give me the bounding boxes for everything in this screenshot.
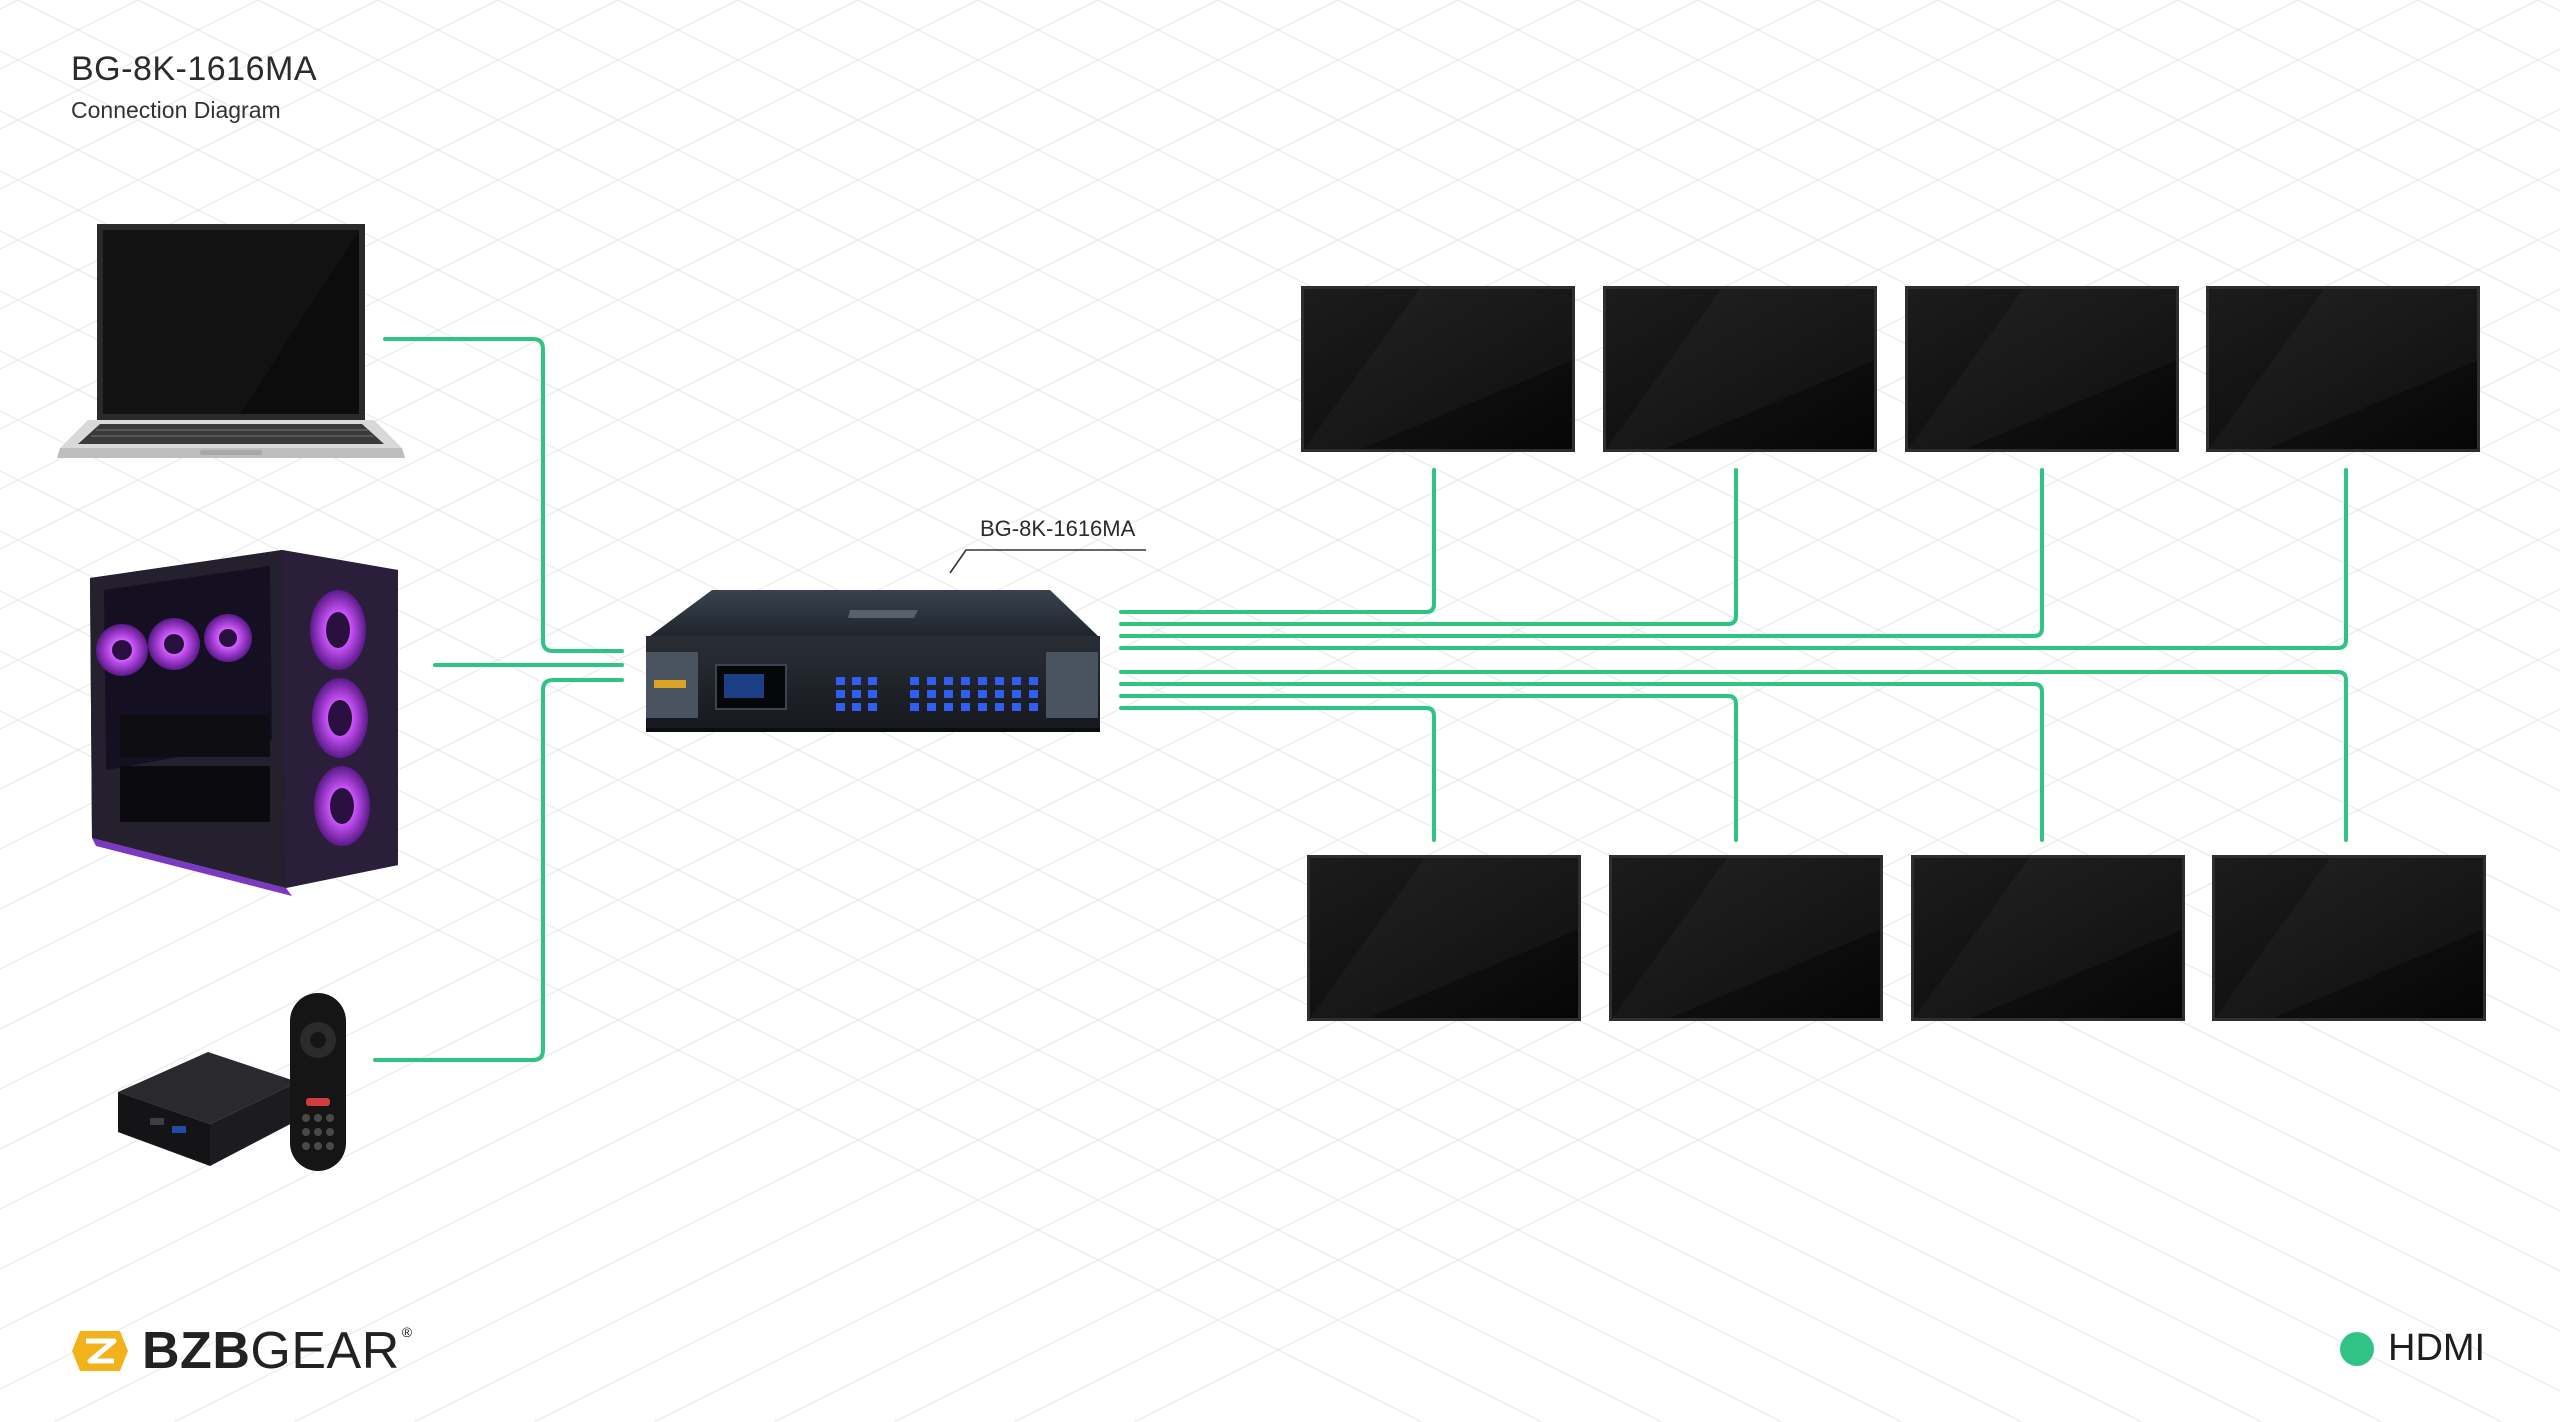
display-top-2-icon — [1603, 286, 1877, 452]
legend: HDMI — [2340, 1327, 2485, 1370]
device-callout: BG-8K-1616MA — [949, 516, 1146, 574]
display-bottom-1-icon — [1307, 855, 1581, 1021]
display-bottom-3-icon — [1911, 855, 2185, 1021]
display-top-4-icon — [2206, 286, 2480, 452]
hdmi-cables — [373, 337, 2348, 1062]
hdmi-cable-7 — [1119, 468, 2348, 650]
brand-registered-mark: ® — [401, 1324, 413, 1340]
display-top-1-icon — [1301, 286, 1575, 452]
hdmi-cable-6 — [1119, 468, 2044, 638]
display-bottom-2-icon — [1609, 855, 1883, 1021]
hdmi-cable-10 — [1119, 694, 1738, 842]
hdmi-cable-11 — [1119, 706, 1436, 842]
title-block: BG-8K-1616MA Connection Diagram — [71, 50, 317, 124]
bzbgear-logo-icon — [72, 1331, 128, 1371]
displays-bottom-row — [1307, 855, 2486, 1021]
hdmi-cable-8 — [1119, 670, 2348, 842]
hdmi-cable-9 — [1119, 682, 2044, 842]
page-title: BG-8K-1616MA — [71, 50, 317, 88]
hdmi-cable-1 — [383, 337, 624, 653]
remote-control-icon — [290, 993, 346, 1171]
hdmi-cable-5 — [1119, 468, 1738, 626]
display-bottom-4-icon — [2212, 855, 2486, 1021]
legend-hdmi-swatch — [2340, 1331, 2374, 1366]
page-subtitle: Connection Diagram — [71, 97, 281, 123]
hdmi-cable-4 — [1119, 468, 1436, 614]
brand-name-bold: BZB — [142, 1322, 251, 1380]
brand-name-regular: GEAR — [250, 1322, 400, 1380]
displays-top-row — [1301, 286, 2480, 452]
gaming-pc-icon — [90, 550, 398, 896]
hdmi-cable-3 — [373, 678, 624, 1062]
streaming-box-icon — [118, 1052, 298, 1166]
legend-hdmi-label: HDMI — [2388, 1327, 2486, 1369]
brand-logo: BZBGEAR® — [70, 1325, 413, 1377]
display-top-3-icon — [1905, 286, 2179, 452]
device-label: BG-8K-1616MA — [980, 516, 1136, 541]
brand-name: BZBGEAR® — [142, 1325, 413, 1377]
laptop-icon — [57, 224, 405, 458]
matrix-switcher-device — [646, 590, 1100, 732]
